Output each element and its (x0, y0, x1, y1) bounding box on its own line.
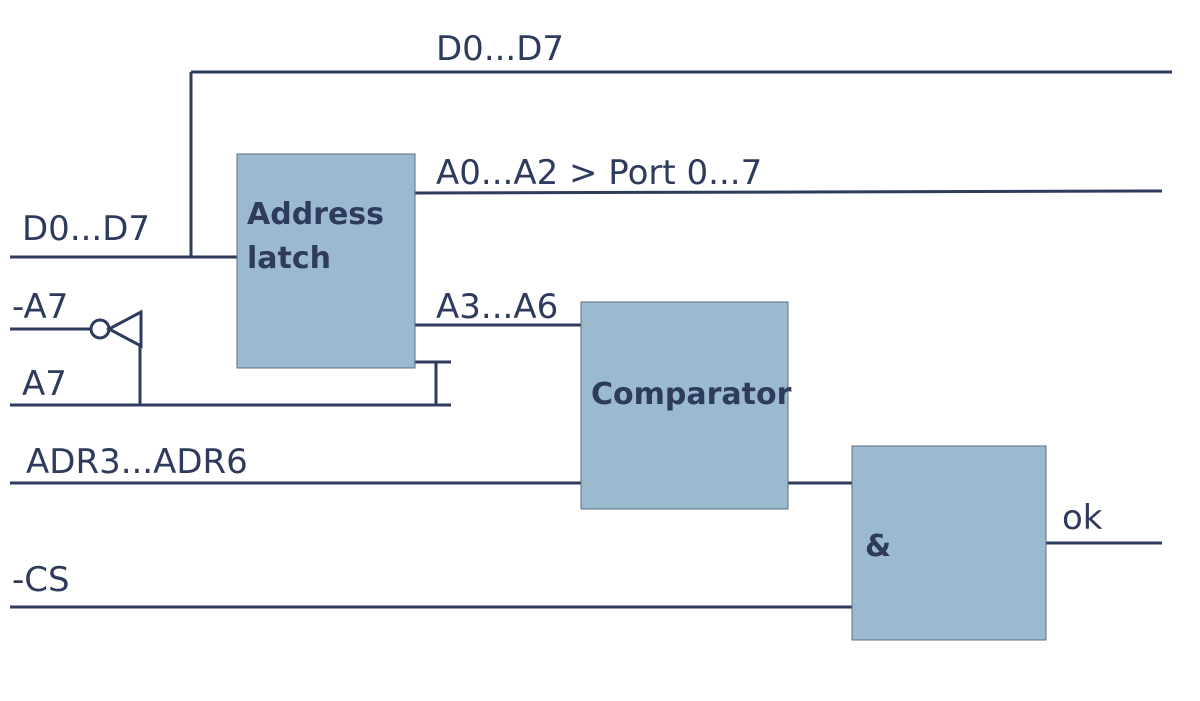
neg-a7-label: -A7 (12, 287, 68, 327)
address-latch-label-line2: latch (247, 241, 331, 276)
address-latch-block (236, 153, 416, 369)
port-output-wire (414, 189, 1163, 195)
cs-label: -CS (12, 560, 70, 600)
a3-a6-label: A3...A6 (436, 287, 558, 327)
a7-label: A7 (22, 364, 67, 404)
inverter-triangle (105, 309, 143, 349)
adr-label: ADR3...ADR6 (26, 442, 248, 482)
data-bus-input-label: D0...D7 (22, 209, 150, 249)
wires (10, 70, 1172, 609)
and-gate-label: & (865, 529, 891, 564)
address-latch-label-line1: Address (247, 197, 384, 232)
ok-label: ok (1062, 498, 1103, 538)
and-gate-block (851, 445, 1047, 641)
comparator-block (580, 301, 789, 510)
port-output-label: A0...A2 > Port 0...7 (436, 153, 762, 193)
comparator-label: Comparator (591, 377, 792, 412)
data-bus-top-label: D0...D7 (436, 29, 564, 69)
